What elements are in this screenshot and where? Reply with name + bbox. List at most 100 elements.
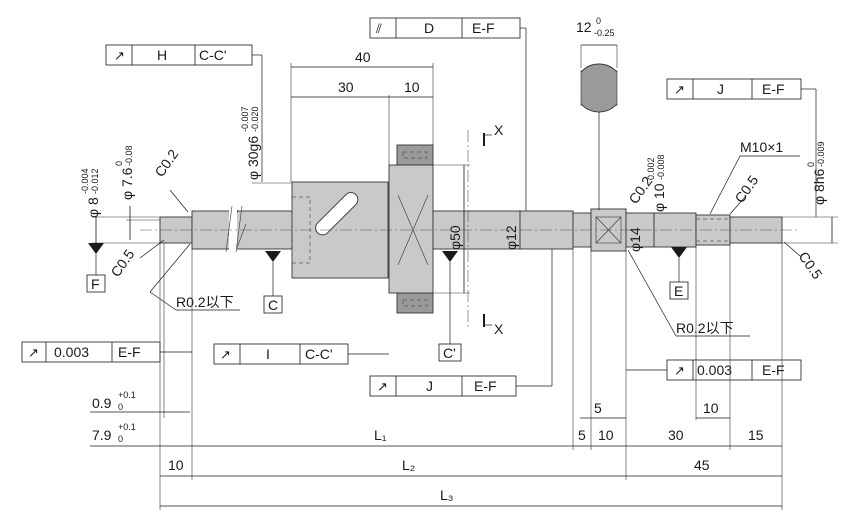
svg-text:J: J xyxy=(717,81,724,97)
dim-12: 12 xyxy=(576,19,592,35)
svg-text:0: 0 xyxy=(114,161,124,166)
svg-text:-0.012: -0.012 xyxy=(90,168,100,194)
svg-text:0: 0 xyxy=(806,162,816,167)
flange-cross xyxy=(397,194,429,266)
svg-text:-0.007: -0.007 xyxy=(240,106,250,132)
dim-phi50: φ50 xyxy=(447,225,463,250)
return-slot xyxy=(315,192,359,236)
section-view: 12 0 -0.25 xyxy=(569,16,629,210)
dim-09: 0.9 xyxy=(92,395,112,411)
svg-text:0: 0 xyxy=(118,434,123,444)
svg-text:E-F: E-F xyxy=(762,362,785,378)
dim-40: 40 xyxy=(355,49,371,65)
dim-phi14: φ14 xyxy=(627,227,643,252)
svg-text:-0.08: -0.08 xyxy=(124,145,134,166)
dim-phi30: φ 30g6 xyxy=(245,136,261,180)
svg-text:+0.1: +0.1 xyxy=(118,390,136,400)
datum-F: F xyxy=(91,276,100,292)
break-lines xyxy=(225,205,243,253)
svg-text:E-F: E-F xyxy=(762,81,785,97)
svg-text:↗: ↗ xyxy=(674,82,685,97)
section-x-top: X xyxy=(494,122,504,138)
chamfer-c02-left: C0.2 xyxy=(151,146,181,180)
datum-E: E xyxy=(674,283,683,299)
svg-text:E-F: E-F xyxy=(118,344,141,360)
svg-text:-0.008: -0.008 xyxy=(656,154,666,180)
dim-10-r: 10 xyxy=(703,400,719,416)
section-marks: X X xyxy=(483,122,504,337)
datum-C: C xyxy=(268,297,278,313)
svg-text:C-C': C-C' xyxy=(305,346,333,362)
dim-10-top: 10 xyxy=(404,79,420,95)
right-diameters: φ 10 0.002 -0.008 φ 8h6 0 -0.009 M10×1 C… xyxy=(625,139,838,282)
dim-phi8: φ 8 xyxy=(85,197,101,218)
flange-hole-top xyxy=(402,151,428,159)
flange-bottom xyxy=(396,292,434,314)
svg-text:-0.009: -0.009 xyxy=(816,141,826,167)
section-x-bottom: X xyxy=(494,321,504,337)
svg-text:-0.004: -0.004 xyxy=(80,168,90,194)
dim-12-sup: 0 xyxy=(596,16,601,26)
svg-text:I: I xyxy=(266,346,270,362)
left-diameters: φ 8 -0.004 -0.012 φ 7.6 0 -0.08 φ 30g6 -… xyxy=(80,106,292,280)
dim-5-a: 5 xyxy=(578,427,586,443)
top-dims: 40 30 10 xyxy=(290,49,434,182)
svg-text:C-C': C-C' xyxy=(199,47,227,63)
dim-L3: L₃ xyxy=(440,487,454,503)
fcf-I: ↗ I C-C' xyxy=(213,343,389,365)
svg-text:↗: ↗ xyxy=(28,345,39,360)
dim-15: 15 xyxy=(748,427,764,443)
dim-phi10: φ 10 xyxy=(651,183,667,212)
svg-text:0.003: 0.003 xyxy=(54,344,89,360)
dim-L1: L₁ xyxy=(374,427,387,443)
chamfer-c05-right-top: C0.5 xyxy=(731,172,761,206)
fcf-J-bottom: ↗ J E-F xyxy=(369,249,553,397)
fcf-D: ⫽ D E-F xyxy=(369,17,527,211)
svg-text:↗: ↗ xyxy=(377,379,388,394)
radius-left: R0.2以下 xyxy=(176,294,234,310)
flange-top xyxy=(396,144,434,166)
datum-Cp: C' xyxy=(443,345,456,361)
svg-text:E-F: E-F xyxy=(474,378,497,394)
dim-10-bl: 10 xyxy=(168,457,184,473)
radius-right: R0.2以下 xyxy=(676,320,734,336)
fcf-E003: ↗ 0.003 E-F xyxy=(626,359,802,381)
svg-text:J: J xyxy=(426,378,433,394)
dim-79: 7.9 xyxy=(92,427,112,443)
dim-phi8h6: φ 8h6 xyxy=(811,168,827,205)
svg-text:-0.020: -0.020 xyxy=(250,106,260,132)
dim-12-sub: -0.25 xyxy=(594,28,615,38)
dim-5-b: 5 xyxy=(594,400,602,416)
dim-phi12: φ12 xyxy=(503,225,519,250)
dim-10-c: 10 xyxy=(598,427,614,443)
chamfer-c05-right-bottom: C0.5 xyxy=(796,249,826,283)
svg-text:↗: ↗ xyxy=(114,48,125,63)
svg-text:0.003: 0.003 xyxy=(697,362,732,378)
chamfer-c05-left: C0.5 xyxy=(107,246,137,280)
nut-diameters: φ50 φ12 φ14 xyxy=(433,164,643,294)
dim-phi76: φ 7.6 xyxy=(119,167,135,200)
svg-text:E-F: E-F xyxy=(472,20,495,36)
fcf-H: ↗ H C-C' xyxy=(105,44,263,182)
svg-text:↗: ↗ xyxy=(674,363,685,378)
fcf-J-top: ↗ J E-F xyxy=(666,78,817,217)
dim-45: 45 xyxy=(694,457,710,473)
thread-m10: M10×1 xyxy=(740,139,783,155)
svg-text:+0.1: +0.1 xyxy=(118,422,136,432)
bottom-dims: 0.9 +0.1 0 7.9 +0.1 0 L₁ 5 10 5 30 15 10… xyxy=(90,390,782,507)
datums: F C C' E xyxy=(86,243,689,362)
flange-hole-bottom xyxy=(402,299,428,307)
dim-30-r: 30 xyxy=(668,427,684,443)
dim-L2: L₂ xyxy=(402,457,415,473)
fcf-F003: ↗ 0.003 E-F xyxy=(21,341,192,363)
dim-30: 30 xyxy=(338,79,354,95)
svg-text:D: D xyxy=(424,20,434,36)
svg-text:0.002: 0.002 xyxy=(646,157,656,180)
svg-text:H: H xyxy=(157,47,167,63)
flange-body xyxy=(388,164,434,294)
thread-hidden xyxy=(696,218,730,242)
extension-lines xyxy=(159,243,783,510)
svg-text:↗: ↗ xyxy=(220,347,231,362)
svg-text:0: 0 xyxy=(118,402,123,412)
svg-text:⫽: ⫽ xyxy=(375,21,382,36)
